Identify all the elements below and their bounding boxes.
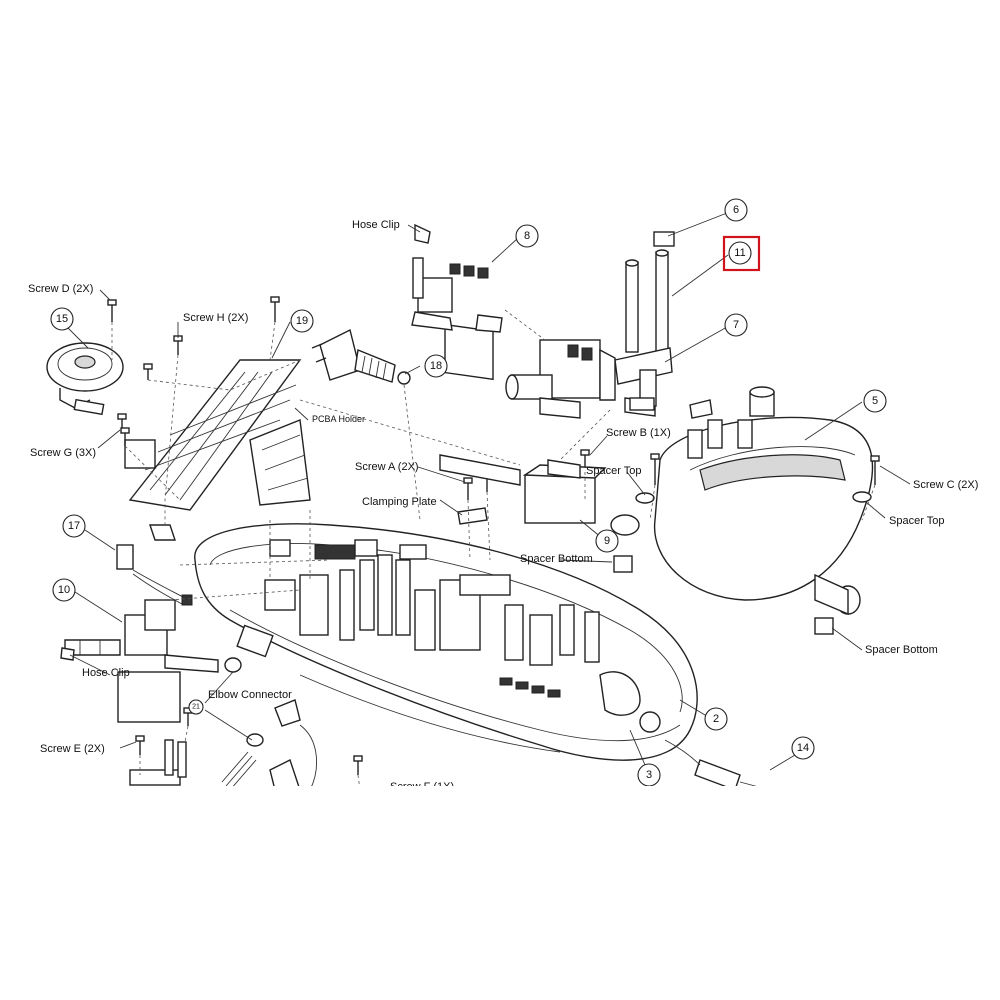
- boiler-tank: [610, 386, 874, 616]
- image-crop-mask: [0, 786, 1000, 1000]
- label-spacer-bottom-2: Spacer Bottom: [865, 644, 938, 656]
- label-screw-h: Screw H (2X): [183, 312, 248, 324]
- callout-2: 2: [704, 707, 728, 731]
- svg-text:14: 14: [797, 742, 809, 754]
- steam-tubes: [614, 231, 675, 411]
- svg-text:2: 2: [713, 713, 719, 725]
- callout-17: 17: [62, 514, 86, 538]
- svg-text:17: 17: [68, 520, 80, 532]
- highlight-box-11: [722, 235, 761, 272]
- label-screw-a: Screw A (2X): [355, 461, 419, 473]
- svg-text:6: 6: [733, 204, 739, 216]
- callout-19: 19: [290, 309, 314, 333]
- callout-7: 7: [724, 313, 748, 337]
- callout-10: 10: [52, 578, 76, 602]
- callout-15: 15: [50, 307, 74, 331]
- svg-text:21: 21: [192, 704, 200, 711]
- label-spacer-bottom-1: Spacer Bottom: [520, 553, 593, 565]
- svg-text:10: 10: [58, 584, 70, 596]
- label-clamping-plate: Clamping Plate: [362, 496, 437, 508]
- label-spacer-top-1: Spacer Top: [586, 465, 641, 477]
- svg-text:3: 3: [646, 769, 652, 781]
- svg-text:15: 15: [56, 313, 68, 325]
- label-screw-c: Screw C (2X): [913, 479, 978, 491]
- label-screw-e: Screw E (2X): [40, 743, 105, 755]
- callout-21: 21: [188, 699, 204, 715]
- svg-text:9: 9: [604, 535, 610, 547]
- pressure-gauge: [46, 342, 124, 416]
- callout-6: 6: [724, 198, 748, 222]
- pump-upper: [411, 257, 503, 381]
- svg-text:19: 19: [296, 315, 308, 327]
- callout-8: 8: [515, 224, 539, 248]
- pcba-board: [124, 359, 311, 541]
- label-spacer-top-2: Spacer Top: [889, 515, 944, 527]
- label-screw-d: Screw D (2X): [28, 283, 93, 295]
- svg-text:18: 18: [430, 360, 442, 372]
- solenoid-valve: [64, 599, 219, 723]
- callout-18: 18: [424, 354, 448, 378]
- assembly-lines: [111, 309, 876, 791]
- callout-5: 5: [863, 389, 887, 413]
- label-elbow-connector: Elbow Connector: [208, 689, 292, 701]
- label-hose-clip-top: Hose Clip: [352, 219, 400, 231]
- callout-11: 11: [722, 235, 761, 272]
- callout-14: 14: [791, 736, 815, 760]
- callout-9: 9: [595, 529, 619, 553]
- power-plug: [311, 328, 411, 385]
- pump-lower: [505, 339, 656, 419]
- svg-text:5: 5: [872, 395, 878, 407]
- label-hose-clip-left: Hose Clip: [82, 667, 130, 679]
- label-screw-g: Screw G (3X): [30, 447, 96, 459]
- label-screw-b: Screw B (1X): [606, 427, 671, 439]
- label-pcba-holder: PCBA Holder: [312, 414, 365, 424]
- svg-text:7: 7: [733, 319, 739, 331]
- callout-3: 3: [637, 763, 661, 787]
- svg-text:8: 8: [524, 230, 530, 242]
- svg-text:11: 11: [734, 247, 745, 259]
- base-housing: [194, 523, 698, 761]
